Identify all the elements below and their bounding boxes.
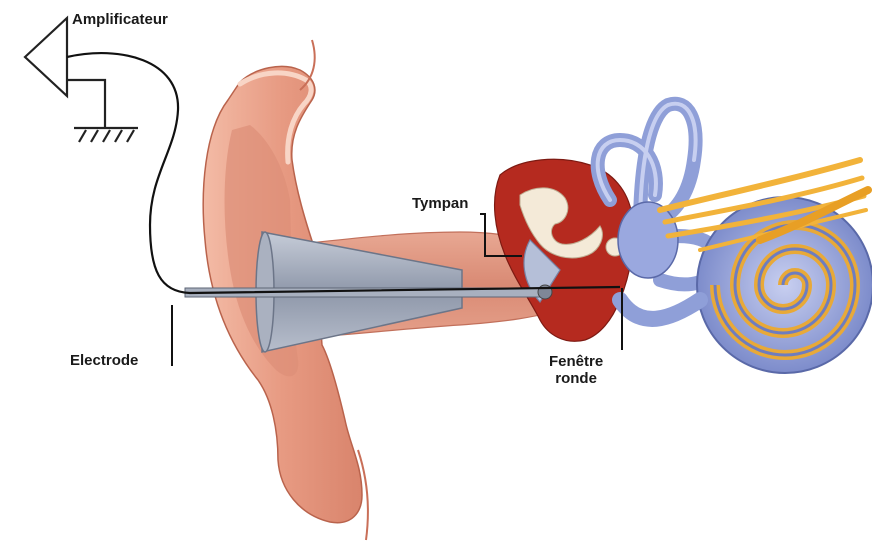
electrode-label: Electrode <box>70 352 138 369</box>
round-window-label: Fenêtre ronde <box>549 353 603 387</box>
round-window-label-line2: ronde <box>549 370 603 387</box>
vestibule <box>618 202 678 278</box>
amplifier-symbol <box>25 18 67 96</box>
ground-symbol-icon <box>67 80 138 142</box>
amplifier-label: Amplificateur <box>72 11 168 28</box>
amplifier-triangle-icon <box>25 18 67 96</box>
round-window-label-line1: Fenêtre <box>549 353 603 370</box>
eardrum-label: Tympan <box>412 195 468 212</box>
